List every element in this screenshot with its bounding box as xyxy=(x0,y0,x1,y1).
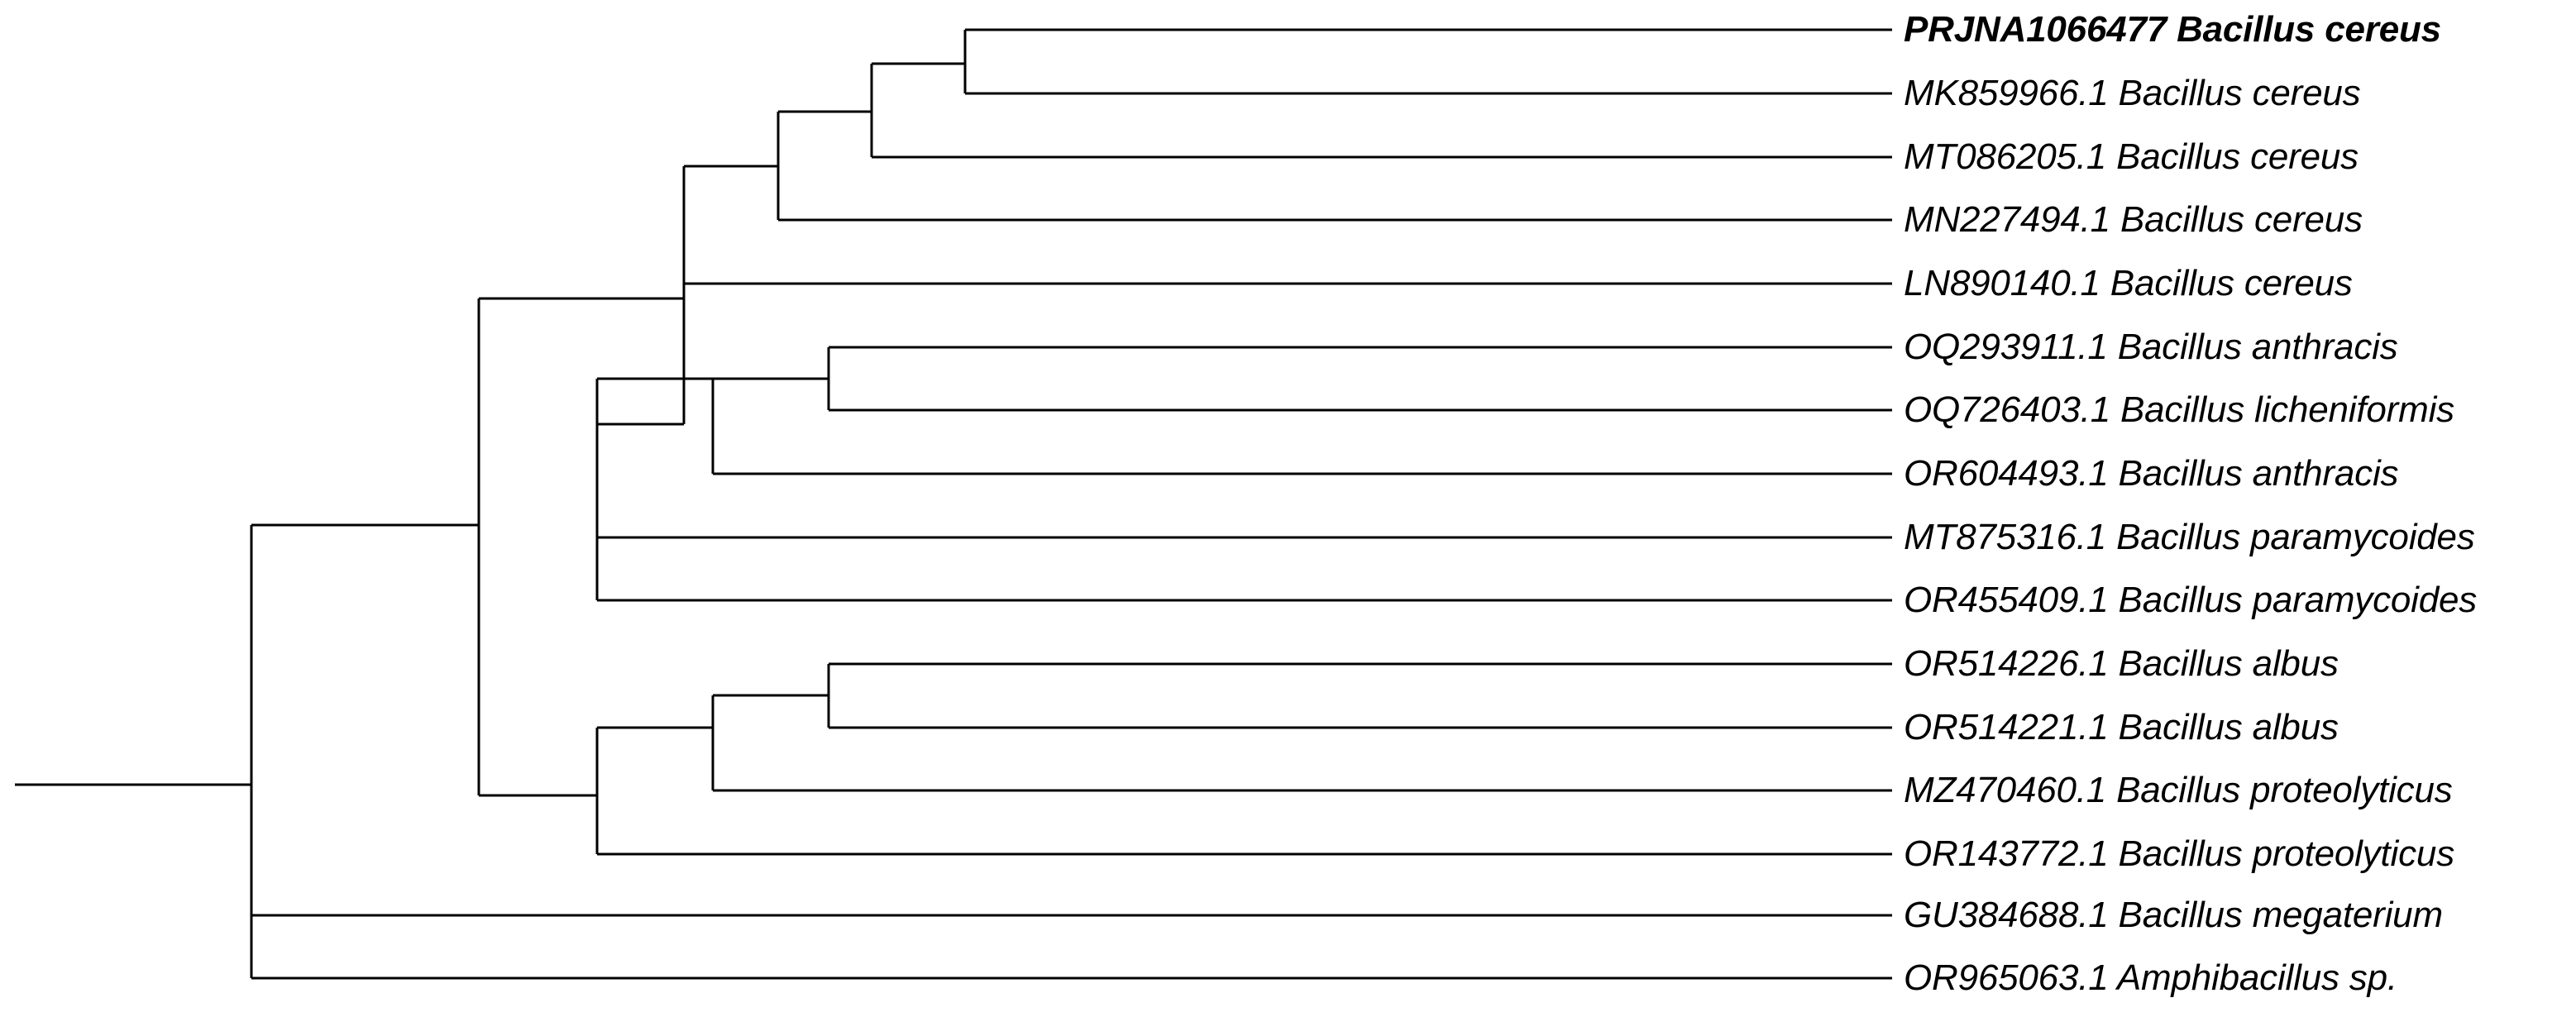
taxon-label-or143772-1: OR143772.1 Bacillus proteolyticus xyxy=(1904,833,2454,874)
taxon-label-or455409-1: OR455409.1 Bacillus paramycoides xyxy=(1904,580,2478,620)
taxon-label-or514226-1: OR514226.1 Bacillus albus xyxy=(1904,643,2339,684)
taxon-label-mz470460-1: MZ470460.1 Bacillus proteolyticus xyxy=(1904,770,2453,810)
taxon-label-mt875316-1: MT875316.1 Bacillus paramycoides xyxy=(1904,517,2475,557)
taxon-label-oq293911-1: OQ293911.1 Bacillus anthracis xyxy=(1904,327,2398,367)
taxon-label-or604493-1: OR604493.1 Bacillus anthracis xyxy=(1904,453,2399,494)
taxon-label-mt086205-1: MT086205.1 Bacillus cereus xyxy=(1904,136,2359,177)
taxon-label-or965063-1: OR965063.1 Amphibacillus sp. xyxy=(1904,957,2397,998)
taxon-label-gu384688-1: GU384688.1 Bacillus megaterium xyxy=(1904,895,2443,935)
taxon-label-oq726403-1: OQ726403.1 Bacillus licheniformis xyxy=(1904,389,2454,430)
taxon-label-ln890140-1: LN890140.1 Bacillus cereus xyxy=(1904,263,2353,303)
taxon-label-mn227494-1: MN227494.1 Bacillus cereus xyxy=(1904,199,2363,240)
taxon-label-or514221-1: OR514221.1 Bacillus albus xyxy=(1904,707,2339,747)
taxon-label-prjna1066477: PRJNA1066477 Bacillus cereus xyxy=(1904,9,2441,50)
taxon-label-mk859966-1: MK859966.1 Bacillus cereus xyxy=(1904,73,2361,113)
